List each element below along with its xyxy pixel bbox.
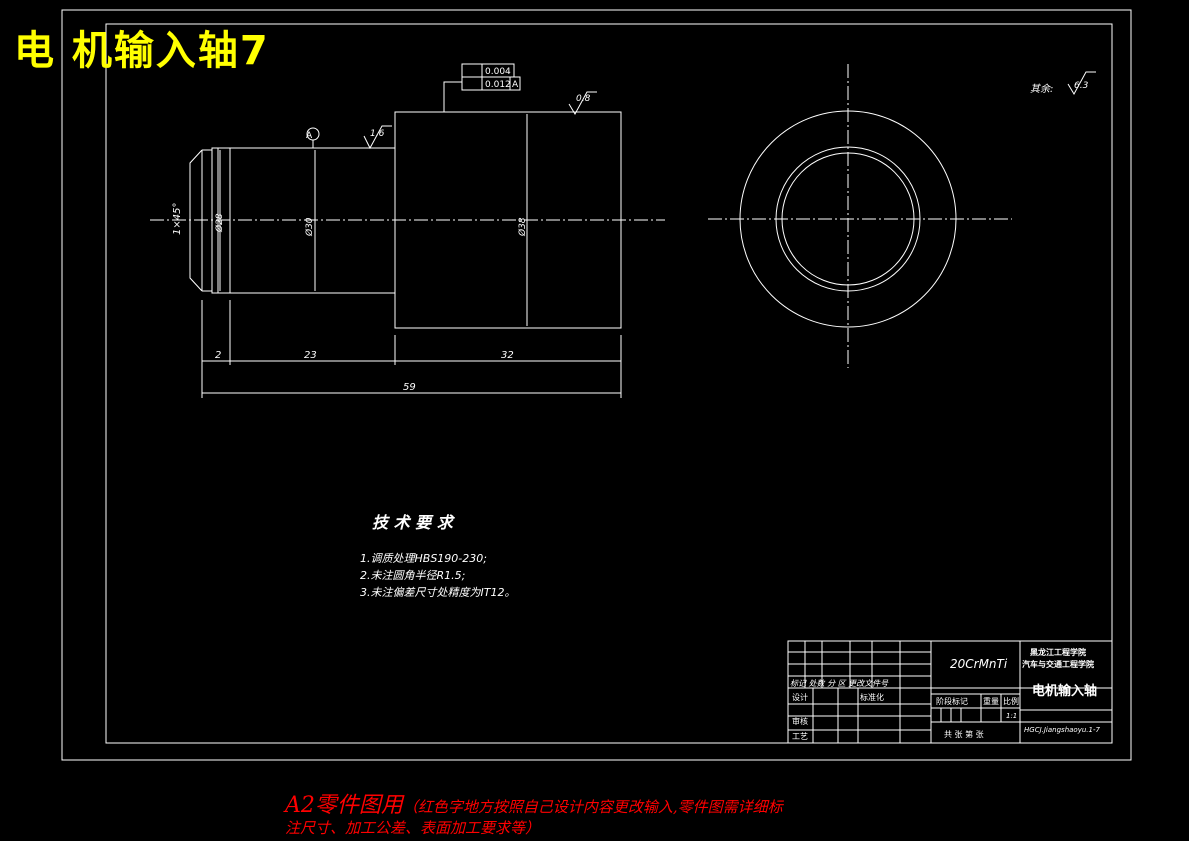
dim-len-2: 2 — [215, 350, 221, 361]
roughness-remaining: 其余: — [1030, 83, 1053, 95]
tb-school-2: 汽车与交通工程学院 — [1022, 659, 1094, 669]
shaft-end-view — [708, 64, 1096, 368]
dim-dia-small: Ø28 — [214, 213, 225, 233]
tb-part-name: 电机输入轴 — [1032, 683, 1097, 699]
tolerance-value-2: 0.012 — [485, 80, 511, 90]
page-title: 电 机输入轴7 — [14, 28, 270, 74]
tb-scale-value: 1:1 — [1006, 712, 1017, 720]
roughness-left: 1.6 — [370, 129, 385, 139]
tolerance-value-1: 0.004 — [485, 67, 511, 77]
tech-req-item: 1.调质处理HBS190-230; — [360, 552, 487, 565]
footer-note-line2: 注尺寸、加工公差、表面加工要求等） — [285, 819, 541, 837]
shaft-side-view — [150, 63, 665, 398]
inner-border — [105, 23, 1113, 744]
roughness-remaining-value: 6.3 — [1074, 81, 1089, 91]
tolerance-datum: A — [512, 80, 519, 90]
datum-label: A — [306, 131, 313, 141]
dim-len-59: 59 — [403, 382, 416, 393]
tech-req-item: 2.未注圆角半径R1.5; — [360, 569, 465, 582]
tb-sheets: 共 张 第 张 — [944, 729, 984, 739]
tb-process: 工艺 — [792, 732, 808, 741]
dim-len-23: 23 — [304, 350, 317, 361]
tech-req-item: 3.未注偏差尺寸处精度为IT12。 — [360, 586, 515, 599]
footer-note-prefix: A2零件图用 — [285, 793, 403, 818]
tb-standardize: 标准化 — [860, 692, 884, 702]
outer-border — [61, 9, 1132, 761]
tb-drawing-no: HGCJ.Jiangshaoyu.1-7 — [1024, 726, 1100, 734]
tb-material: 20CrMnTi — [950, 657, 1008, 671]
roughness-top: 0.8 — [576, 94, 591, 104]
tb-scale-label: 比例 — [1003, 696, 1019, 706]
tb-stage-mark: 阶段标记 — [936, 696, 968, 706]
tb-review: 审核 — [792, 716, 808, 726]
footer-note-line1: A2零件图用（红色字地方按照自己设计内容更改输入,零件图需详细标 — [285, 787, 783, 819]
footer-note-text: （红色字地方按照自己设计内容更改输入,零件图需详细标 — [402, 798, 783, 816]
dim-dia-mid: Ø30 — [304, 217, 315, 237]
dim-dia-large: Ø38 — [517, 217, 528, 237]
tb-row-marks: 标记 处数 分 区 更改文件号 — [790, 679, 889, 688]
title-block — [787, 640, 1113, 744]
dim-len-32: 32 — [501, 350, 514, 361]
tb-weight: 重量 — [983, 696, 999, 706]
dim-chamfer: 1×45° — [172, 203, 183, 235]
tb-school-1: 黑龙江工程学院 — [1030, 647, 1086, 657]
tech-req-title: 技 术 要 求 — [372, 513, 456, 532]
tb-design: 设计 — [792, 692, 808, 702]
